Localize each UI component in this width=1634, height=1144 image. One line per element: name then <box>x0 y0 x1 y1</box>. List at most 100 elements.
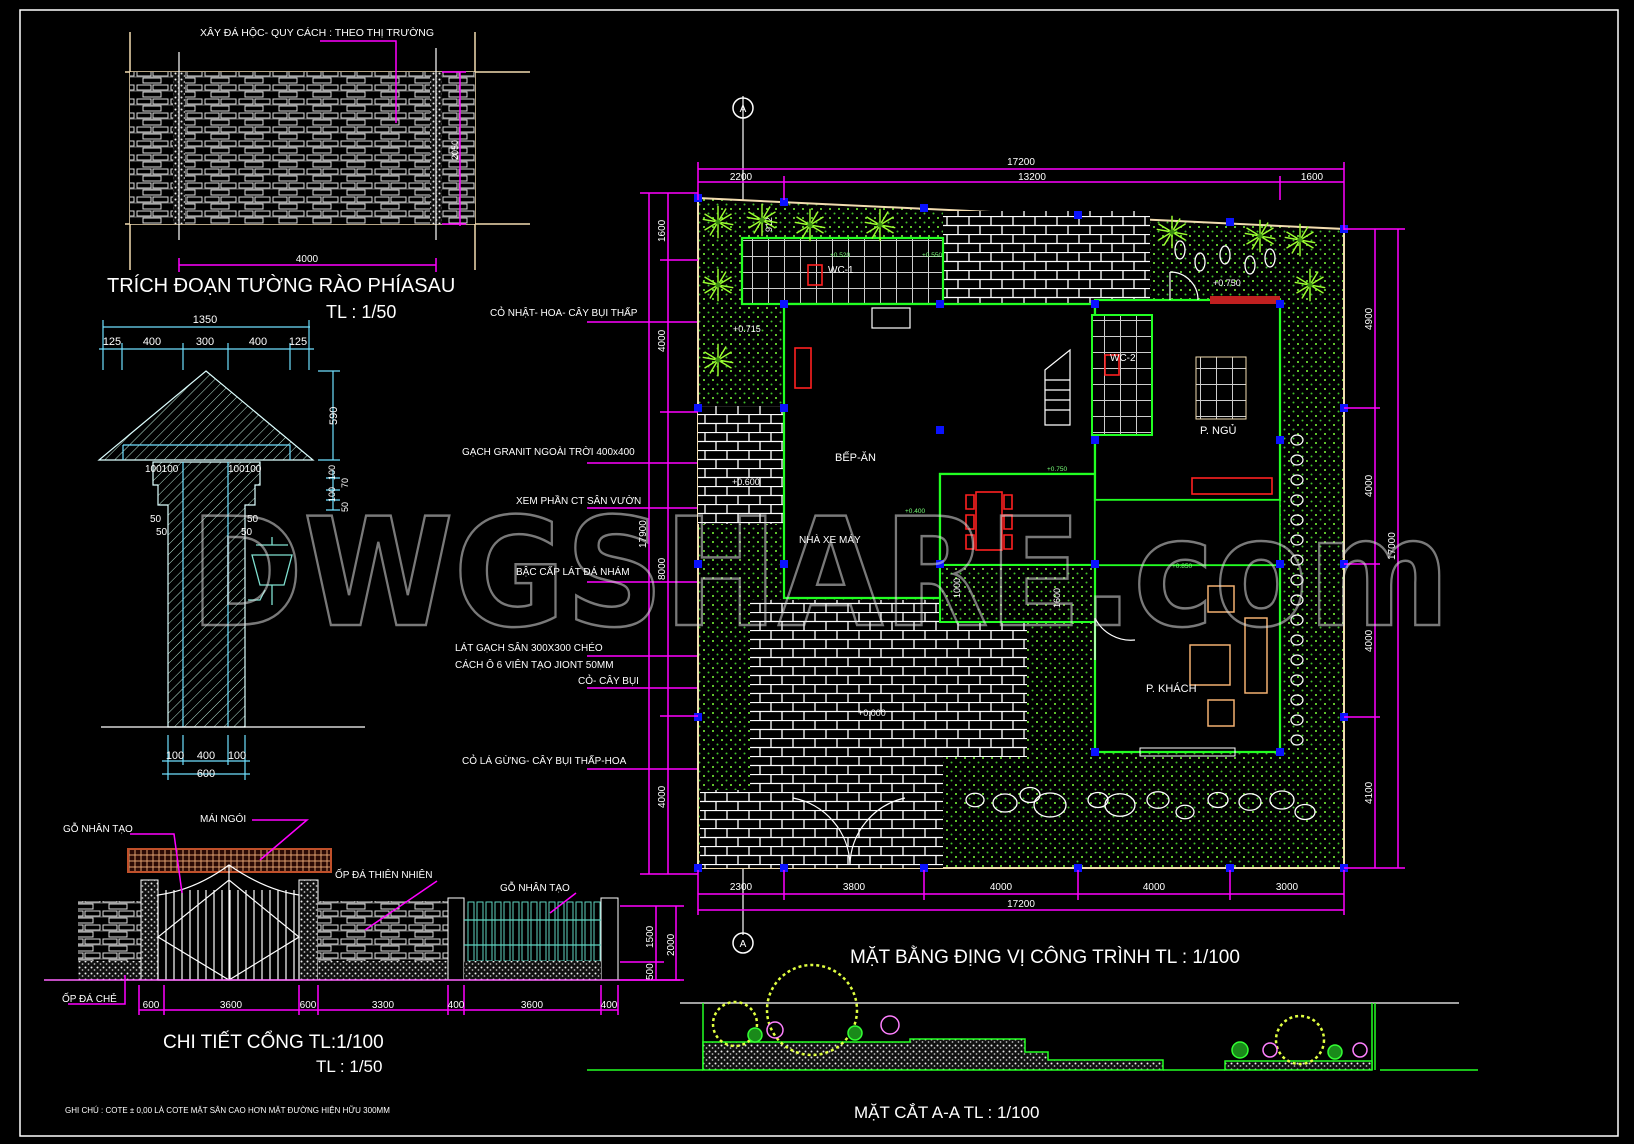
garden-rock <box>965 792 985 808</box>
section-a-a: MẶT CẮT A-A TL : 1/100 <box>587 963 1478 1122</box>
column-marker <box>780 300 788 308</box>
gate-elevation-detail: 600 3600 600 3300 400 3600 400 1500 500 … <box>44 812 684 1115</box>
site-plan-title: MẶT BẰNG ĐỊNG VỊ CÔNG TRÌNH TL : 1/100 <box>850 946 1240 968</box>
wall-material-note: XÂY ĐÁ HỘC- QUY CÁCH : THEO THỊ TRƯỜNG <box>200 26 434 39</box>
dim-top-2: 400 <box>143 336 161 348</box>
dimension-2050 <box>442 71 466 226</box>
dim-right-seg: 4000 <box>1364 629 1375 652</box>
garden-rock <box>1175 804 1195 820</box>
dim-cornice-right-2: 50 <box>247 514 259 525</box>
dim-bottom-3: 100 <box>228 750 246 762</box>
inner-dim: 1600 <box>1052 588 1062 608</box>
column-marker <box>936 560 944 568</box>
watermark-logo: DWGSHARE.com <box>190 487 1450 661</box>
stepping-stone <box>1194 252 1206 272</box>
stepping-stone <box>1290 654 1304 666</box>
column-marker <box>1091 300 1099 308</box>
furniture-fixtures <box>794 264 1280 757</box>
sheet-border <box>19 9 1619 1137</box>
gate-dim: 3600 <box>521 1000 544 1011</box>
fence-picket <box>593 901 601 962</box>
dim-width-text: 4000 <box>296 254 319 265</box>
section-title: MẶT CẮT A-A TL : 1/100 <box>854 1103 1040 1122</box>
gate-dim: 400 <box>448 1000 465 1011</box>
fence-picket <box>476 901 484 962</box>
section-marker-bottom: A <box>732 932 754 954</box>
dim-top-total: 17200 <box>1007 157 1035 168</box>
split-stone-base-left <box>78 961 141 980</box>
callout-yard-tile: LÁT GẠCH SÂN 300X300 CHÉO <box>455 641 603 654</box>
dining-chairs-icon <box>965 494 1013 550</box>
stepping-stone <box>1290 574 1304 586</box>
column-marker <box>694 864 702 872</box>
gate-height-dimensions <box>620 905 684 981</box>
fence-post <box>447 897 465 981</box>
garden-rock <box>1294 803 1316 821</box>
stepping-stone <box>1264 248 1276 268</box>
armchair-icon <box>1207 699 1235 727</box>
dim-left-seg: 1600 <box>657 219 668 242</box>
gate-dimension-lines <box>138 985 619 1015</box>
level-mark: +0.600 <box>732 477 760 487</box>
garden-rock <box>1207 791 1229 809</box>
callout-grass-shrub: CỎ- CÂY BỤI <box>578 674 639 687</box>
leader-line <box>130 833 183 894</box>
column-marker <box>694 404 702 412</box>
fence-picket <box>575 901 583 962</box>
dim-right-2: 70 <box>340 478 350 488</box>
dim-roof: 590 <box>328 407 340 425</box>
dim-left-total: 17900 <box>638 520 649 548</box>
stepping-stone <box>1290 734 1304 746</box>
garden-rock <box>1087 791 1109 809</box>
dim-right-total: 17000 <box>1387 532 1398 560</box>
stepping-stone <box>1290 434 1304 446</box>
callout-granite-tile: GẠCH GRANIT NGOÀI TRỜI 400x400 <box>462 445 635 458</box>
garden-rock <box>1104 793 1136 817</box>
rear-fence-wall-detail: 4000 2050 XÂY ĐÁ HỘC- QUY CÁCH : THEO TH… <box>107 26 530 322</box>
stepping-stone <box>1244 255 1256 275</box>
section-shrubs <box>711 963 1326 1066</box>
dim-right-4: 50 <box>340 502 350 512</box>
section-raised-bed-steps <box>702 1038 1164 1071</box>
fence-base <box>464 961 601 980</box>
column-marker <box>1091 560 1099 568</box>
callout-ginger-grass: CỎ LÁ GỪNG- CÂY BỤI THẤP-HOA <box>462 754 627 767</box>
dim-total: 1350 <box>193 314 217 326</box>
fence-picket <box>530 901 538 962</box>
garden-rock <box>1146 791 1170 809</box>
column-marker <box>780 864 788 872</box>
dim-base: 600 <box>197 768 215 780</box>
column-marker <box>780 404 788 412</box>
callout-yard-joint: CÁCH Ô 6 VIÊN TẠO JIONT 50MM <box>455 658 614 671</box>
fence-picket <box>557 901 565 962</box>
level-tag: +0.550 <box>922 252 942 259</box>
fence-picket <box>521 901 529 962</box>
wc1-block <box>740 236 945 306</box>
fence-rail <box>464 919 601 946</box>
gate-detail-title: CHI TIẾT CỔNG TL:1/100 <box>163 1031 384 1053</box>
column-marker <box>920 204 928 212</box>
gate-height-dim: 500 <box>645 963 656 980</box>
room-label-wc1: WC-1 <box>828 265 854 276</box>
wooden-fence <box>464 901 601 962</box>
dim-top-3: 300 <box>196 336 214 348</box>
level-tag: +0.520 <box>830 252 850 259</box>
label-natural-stone: ỐP ĐÁ THIÊN NHIÊN <box>335 867 432 881</box>
stepping-stone <box>1290 454 1304 466</box>
note-leader <box>320 40 397 123</box>
column-marker <box>1226 218 1234 226</box>
stepping-stone <box>1290 534 1304 546</box>
column-marker <box>1276 300 1284 308</box>
wall-detail-title: TRÍCH ĐOẠN TƯỜNG RÀO PHÍASAU <box>107 274 455 297</box>
dining-table-icon <box>975 491 1003 551</box>
level-tag: +0.750 <box>1047 466 1067 473</box>
room-label-living: P. KHÁCH <box>1146 682 1197 695</box>
level-mark: +0.715 <box>733 324 761 334</box>
material-callouts: CỎ NHẬT- HOA- CÂY BỤI THẤP GẠCH GRANIT N… <box>455 306 826 770</box>
site-plan: A A <box>638 96 1405 968</box>
column-marker <box>1074 211 1082 219</box>
callout-garden-detail: XEM PHẦN CT SÂN VƯỜN <box>516 494 641 507</box>
label-split-stone: ỐP ĐÁ CHẺ <box>62 991 117 1005</box>
dim-bottom-seg: 4000 <box>990 882 1013 893</box>
fence-picket <box>494 901 502 962</box>
